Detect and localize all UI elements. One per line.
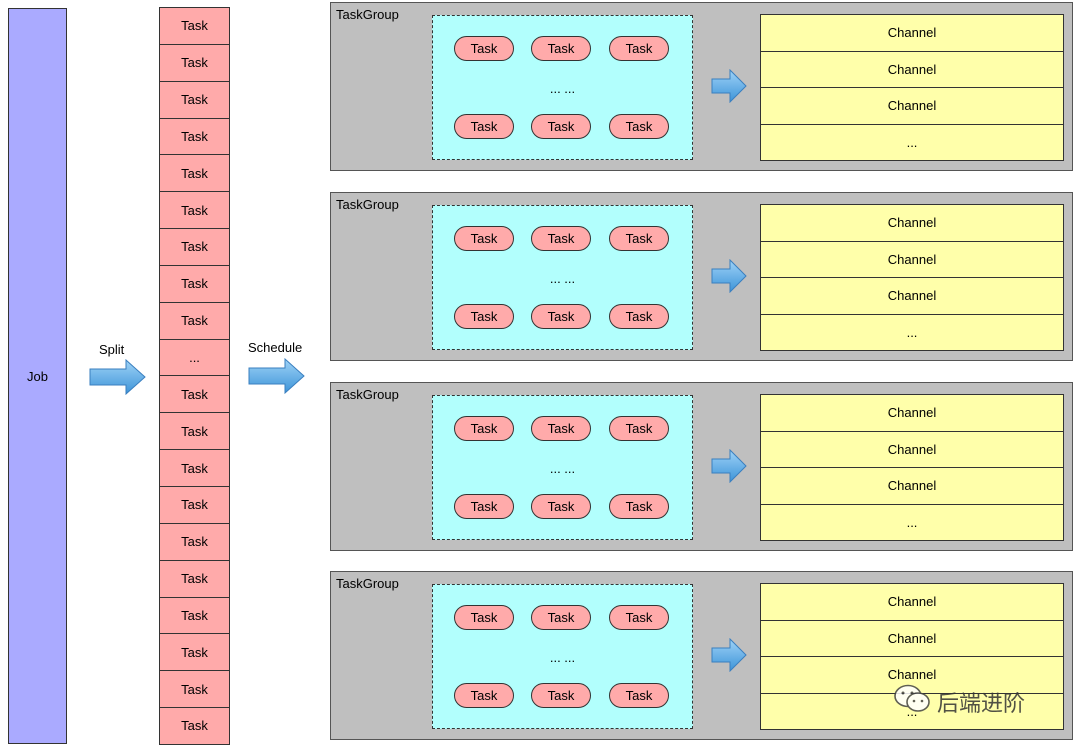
task-cell: Task	[160, 634, 229, 672]
task-pill: Task	[609, 605, 669, 630]
task-pill: Task	[531, 494, 591, 519]
task-pill: Task	[609, 683, 669, 708]
channel-cell: Channel	[761, 15, 1063, 52]
schedule-label: Schedule	[248, 340, 303, 355]
task-cell: Task	[160, 450, 229, 487]
task-group: TaskGroup Task Task Task ... ... Task Ta…	[330, 192, 1073, 361]
task-cell: Task	[160, 598, 229, 635]
task-cell: Task	[181, 718, 208, 734]
task-cell: Task	[160, 524, 229, 561]
split-label: Split	[99, 342, 125, 357]
watermark-text: 后端进阶	[937, 692, 1026, 717]
task-group-tasks: Task Task Task ... ... Task Task Task	[432, 395, 693, 540]
task-cell: Task	[160, 266, 229, 303]
channel-ellipsis-cell: ...	[906, 324, 918, 340]
task-group: TaskGroup Task Task Task ... ... Task Ta…	[330, 571, 1073, 740]
task-group-tasks: Task Task Task ... ... Task Task Task	[432, 205, 693, 350]
task-group: TaskGroup Task Task Task ... ... Task Ta…	[330, 382, 1073, 551]
task-cell: Task	[160, 487, 229, 524]
task-ellipsis: ... ...	[549, 81, 576, 96]
task-group-title: TaskGroup	[336, 7, 399, 22]
task-pill: Task	[609, 494, 669, 519]
channel-cell: Channel	[761, 395, 1063, 432]
task-pill: Task	[531, 605, 591, 630]
task-pill: Task	[531, 36, 591, 61]
task-group-tasks: Task Task Task ... ... Task Task Task	[432, 584, 693, 729]
task-cell: Task	[160, 192, 229, 230]
channel-cell: Channel	[761, 432, 1063, 468]
task-cell: Task	[160, 82, 229, 119]
arrow-right-icon	[711, 637, 747, 675]
job-box: Job	[8, 8, 67, 744]
task-cell: Task	[160, 303, 229, 340]
task-ellipsis: ... ...	[549, 271, 576, 286]
task-group-title: TaskGroup	[336, 197, 399, 212]
channel-cell: Channel	[761, 621, 1063, 657]
channel-cell: Channel	[761, 88, 1063, 125]
task-cell: Task	[160, 671, 229, 709]
channel-cell: Channel	[761, 242, 1063, 278]
task-cell: Task	[160, 119, 229, 156]
arrow-right-icon	[711, 258, 747, 296]
job-label: Job	[27, 368, 48, 384]
task-pill: Task	[609, 36, 669, 61]
task-group-title: TaskGroup	[336, 387, 399, 402]
task-cell: Task	[160, 229, 229, 266]
task-cell: Task	[160, 8, 229, 45]
task-cell: Task	[160, 413, 229, 451]
task-cell: Task	[160, 155, 229, 193]
channel-cell: Channel	[761, 584, 1063, 621]
task-pill: Task	[454, 304, 514, 329]
task-cell: Task	[160, 376, 229, 414]
task-group-tasks: Task Task Task ... ... Task Task Task	[432, 15, 693, 160]
arrow-right-icon	[711, 448, 747, 486]
channel-ellipsis-cell: ...	[906, 514, 918, 530]
task-pill: Task	[454, 36, 514, 61]
task-pill: Task	[454, 114, 514, 139]
wechat-icon	[893, 683, 931, 721]
split-arrow-icon	[89, 359, 146, 395]
task-pill: Task	[531, 683, 591, 708]
task-pill: Task	[454, 683, 514, 708]
task-pill: Task	[454, 494, 514, 519]
task-group: TaskGroup Task Task Task ... ... Task Ta…	[330, 2, 1073, 171]
task-ellipsis: ... ...	[549, 650, 576, 665]
task-pill: Task	[531, 304, 591, 329]
task-pill: Task	[454, 226, 514, 251]
task-cell: Task	[160, 561, 229, 598]
channel-list: Channel Channel Channel ...	[760, 14, 1064, 161]
task-pill: Task	[531, 226, 591, 251]
task-pill: Task	[609, 226, 669, 251]
task-group-title: TaskGroup	[336, 576, 399, 591]
channel-list: Channel Channel Channel ...	[760, 394, 1064, 541]
watermark: 后端进阶	[893, 680, 1053, 724]
task-pill: Task	[531, 416, 591, 441]
task-pill: Task	[609, 304, 669, 329]
channel-cell: Channel	[761, 205, 1063, 242]
channel-cell: Channel	[761, 278, 1063, 315]
task-cell: Task	[160, 45, 229, 82]
task-column: Task Task Task Task Task Task Task Task …	[159, 7, 230, 745]
task-pill: Task	[454, 416, 514, 441]
task-pill: Task	[531, 114, 591, 139]
task-ellipsis-cell: ...	[160, 340, 229, 377]
channel-cell: Channel	[761, 468, 1063, 505]
arrow-right-icon	[711, 68, 747, 106]
channel-cell: Channel	[761, 52, 1063, 88]
schedule-arrow-icon	[248, 358, 305, 394]
channel-list: Channel Channel Channel ...	[760, 204, 1064, 351]
channel-ellipsis-cell: ...	[906, 134, 918, 150]
task-ellipsis: ... ...	[549, 461, 576, 476]
channel-ellipsis-cell: ...	[906, 703, 918, 719]
task-pill: Task	[609, 114, 669, 139]
task-pill: Task	[454, 605, 514, 630]
task-pill: Task	[609, 416, 669, 441]
